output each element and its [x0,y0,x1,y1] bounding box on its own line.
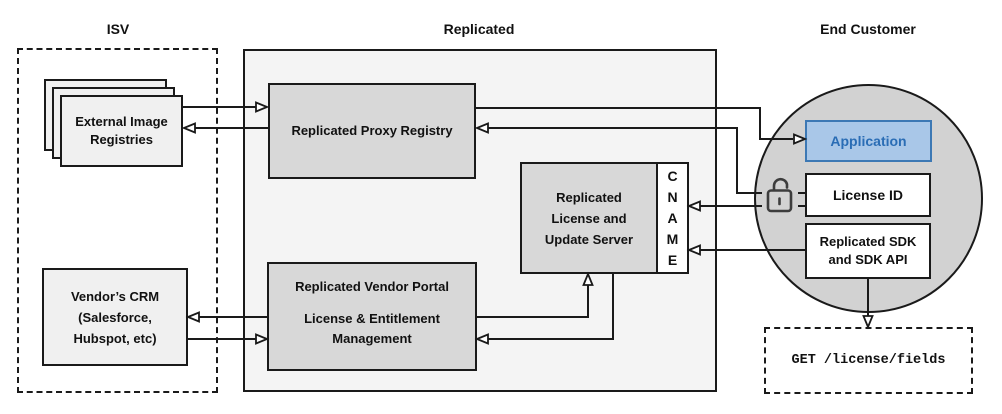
get-license-fields-label: GET /license/fields [791,353,946,368]
license-id-node: License ID [805,173,931,217]
end-customer-section-title: End Customer [820,21,916,37]
replicated-proxy-registry-label: Replicated Proxy Registry [291,123,453,138]
vendors-crm-label: Vendor’s CRM (Salesforce, Hubspot, etc) [70,288,160,346]
external-image-registries-node: External Image Registries [60,95,183,167]
cname-label: CNAME [666,167,679,268]
replicated-license-update-server-label: Replicated License and Update Server [544,189,634,247]
license-id-label: License ID [832,187,904,203]
replicated-vendor-portal-node: Replicated Vendor Portal License & Entit… [267,262,477,371]
external-image-registries-label: External Image Registries [75,114,168,147]
vendors-crm-node: Vendor’s CRM (Salesforce, Hubspot, etc) [42,268,188,366]
application-node: Application [805,120,932,162]
cname-strip: CNAME [656,162,689,274]
replicated-vendor-portal-title: Replicated Vendor Portal [295,279,449,294]
get-license-fields-node: GET /license/fields [764,327,973,394]
replicated-sdk-node: Replicated SDK and SDK API [805,223,931,279]
replicated-proxy-registry-node: Replicated Proxy Registry [268,83,476,179]
replicated-sdk-label: Replicated SDK and SDK API [819,234,917,267]
replicated-section-title: Replicated [443,21,515,37]
license-entitlement-management-label: License & Entitlement Management [304,311,440,346]
isv-section-container [17,48,218,393]
isv-section-title: ISV [106,21,130,37]
replicated-license-update-server-node: Replicated License and Update Server [520,162,658,274]
application-label: Application [830,133,907,149]
